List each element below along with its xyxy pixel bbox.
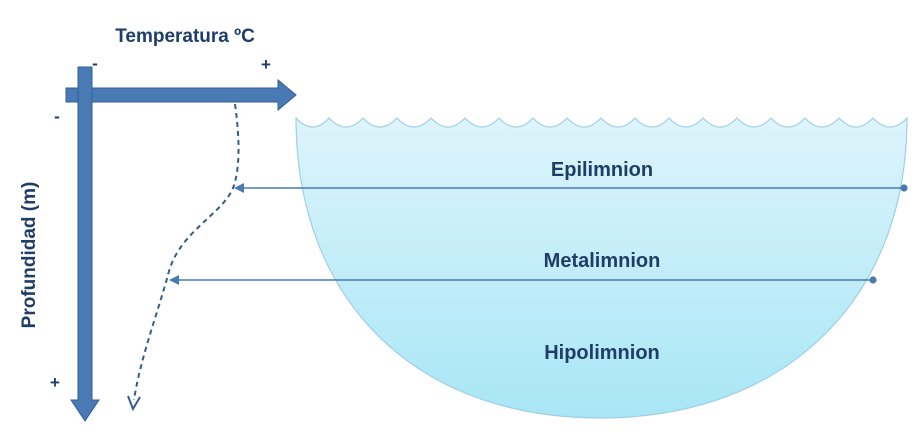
temperature-min-sign: - xyxy=(92,54,98,73)
layer-label-metalimnion: Metalimnion xyxy=(544,250,661,272)
temperature-profile-curve xyxy=(133,103,240,401)
depth-axis-label: Profundidad (m) xyxy=(19,182,40,329)
layer-label-hipolimnion: Hipolimnion xyxy=(544,342,660,364)
metalimnion-boundary-arrowhead xyxy=(169,275,179,285)
depth-max-sign: + xyxy=(50,373,60,392)
epilimnion-boundary-dot xyxy=(900,184,908,192)
metalimnion-boundary-dot xyxy=(869,276,877,284)
depth-axis-arrow xyxy=(70,66,100,422)
temperature-axis-label: Temperatura ºC xyxy=(115,26,255,47)
epilimnion-boundary-arrowhead xyxy=(234,183,244,193)
temperature-max-sign: + xyxy=(261,55,271,74)
curve-arrowhead xyxy=(127,395,141,412)
temperature-axis-arrow xyxy=(65,78,297,112)
depth-min-sign: - xyxy=(54,107,60,126)
layer-label-epilimnion: Epilimnion xyxy=(551,159,653,181)
lake-water-body xyxy=(295,116,908,419)
